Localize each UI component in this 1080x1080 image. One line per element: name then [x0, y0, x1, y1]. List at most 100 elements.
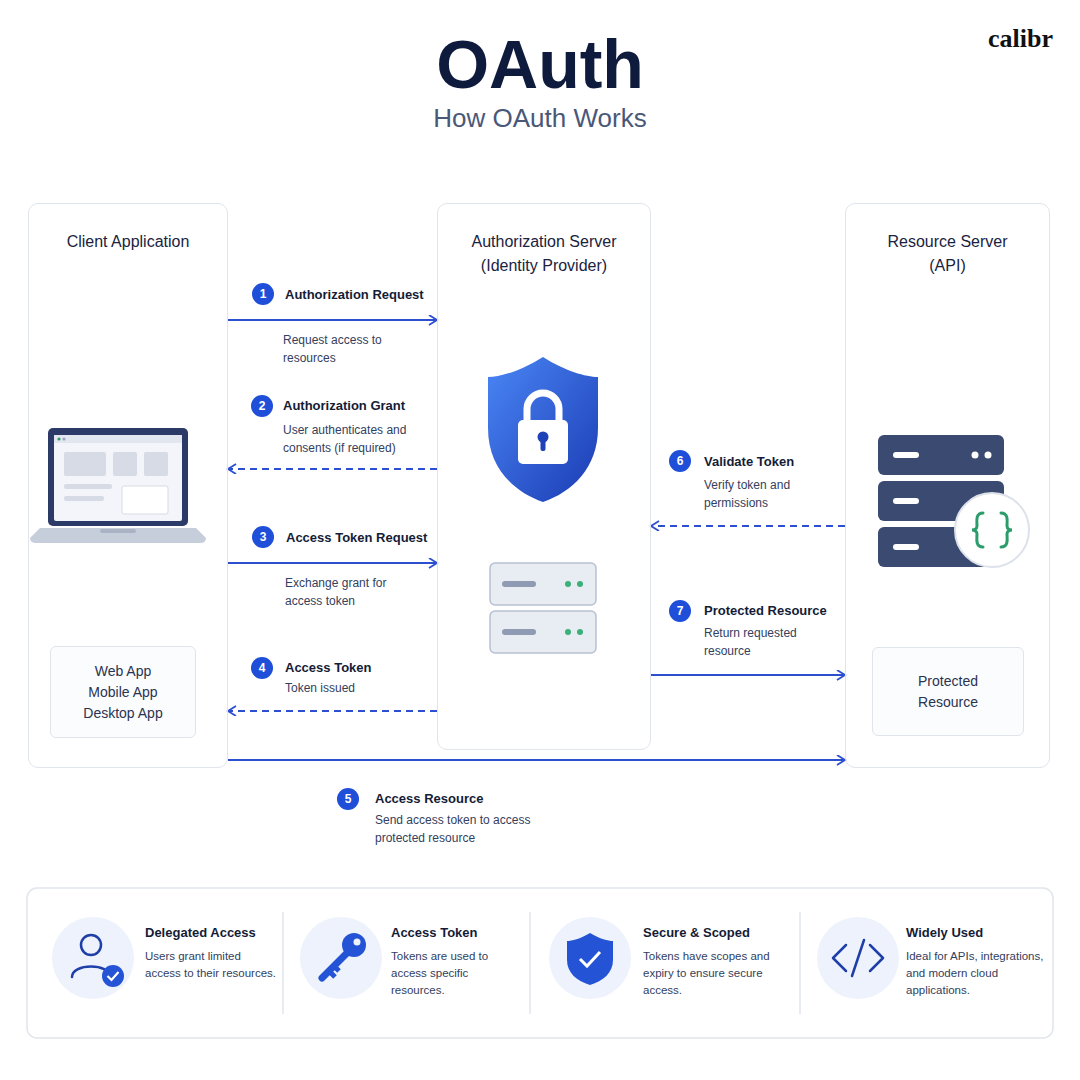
resource-server-icon-part — [955, 493, 1029, 567]
panel-title: Authorization Server (Identity Provider) — [446, 230, 642, 278]
laptop-icon-part — [100, 529, 136, 533]
code-icon-part — [817, 917, 899, 999]
step-title: Access Resource — [375, 791, 483, 807]
shield-lock-icon-part — [488, 357, 598, 502]
auth-server-icon-part — [565, 629, 571, 635]
laptop-icon-part — [48, 428, 188, 526]
shield-lock-icon-part — [527, 393, 559, 421]
resource-server-icon-part — [985, 452, 992, 459]
feature-heading: Access Token — [391, 924, 523, 942]
box-text: Web App — [95, 661, 152, 682]
auth-server-panel: Authorization Server (Identity Provider) — [437, 203, 651, 750]
flow-arrow — [651, 674, 845, 676]
auth-server-icon-part — [577, 629, 583, 635]
feature-text: Tokens have scopes and expiry to ensure … — [643, 948, 793, 999]
laptop-icon-part — [64, 452, 106, 476]
feature-item: Access TokenTokens are used to access sp… — [391, 924, 523, 1014]
flow-arrow — [228, 562, 437, 564]
step-description: Verify token and permissions — [704, 476, 816, 512]
panel-title: Client Application — [38, 230, 218, 254]
subtitle: How OAuth Works — [0, 102, 1080, 134]
feature-strip — [27, 888, 1053, 1038]
box-text: Desktop App — [83, 703, 162, 724]
resource-server-icon-part — [893, 498, 919, 504]
callout-number: 2 — [251, 395, 273, 417]
callout-number: 6 — [669, 450, 691, 472]
auth-server-icon-part — [502, 629, 536, 635]
auth-server-icon-part — [490, 563, 596, 605]
feature-text: Ideal for APIs, integrations, and modern… — [906, 948, 1046, 999]
panel-title: Resource Server (API) — [883, 230, 1013, 278]
step-description: User authenticates and consents (if requ… — [283, 421, 423, 457]
laptop-icon-part — [144, 452, 168, 476]
shield-lock-icon-part — [518, 420, 568, 464]
auth-server-icon — [490, 563, 596, 653]
laptop-icon-part — [57, 437, 60, 440]
key-icon-part — [322, 953, 347, 978]
laptop-icon-part — [122, 486, 168, 514]
feature-item: Widely UsedIdeal for APIs, integrations,… — [906, 924, 1046, 1014]
client-panel: Client ApplicationWeb AppMobile AppDeskt… — [28, 203, 228, 768]
shield-lock-icon — [488, 357, 598, 502]
step-description: Return requested resource — [704, 624, 816, 660]
user-icon-part — [52, 917, 134, 999]
feature-heading: Widely Used — [906, 924, 1046, 942]
callout-number: 1 — [252, 283, 274, 305]
code-icon — [817, 917, 899, 999]
resource-server-icon-part — [893, 452, 919, 458]
step-description: Request access to resources — [283, 331, 403, 367]
dashed-arrow — [228, 710, 437, 712]
auth-server-icon-part — [502, 581, 536, 587]
diagram-title: OAuth — [0, 26, 1080, 102]
auth-server-icon-part — [577, 581, 583, 587]
step-title: Authorization Request — [285, 287, 424, 303]
step-title: Access Token Request — [286, 530, 427, 546]
resource-server-icon-part — [972, 513, 983, 547]
key-icon-part — [329, 966, 339, 977]
resource-server-icon-part — [893, 544, 919, 550]
key-icon — [300, 917, 382, 999]
callout-number: 3 — [252, 526, 274, 548]
step-description: Send access token to access protected re… — [375, 811, 550, 847]
resource-server-panel: Resource Server (API) Protected Resource — [845, 203, 1050, 768]
auth-server-icon-part — [490, 611, 596, 653]
laptop-icon-part — [54, 435, 182, 521]
app-types-box: Web AppMobile AppDesktop App — [50, 646, 196, 738]
shield-check-icon — [549, 917, 631, 999]
resource-server-icon — [878, 435, 1029, 567]
feature-heading: Secure & Scoped — [643, 924, 793, 942]
resource-server-icon-part — [1001, 513, 1012, 547]
laptop-icon-part — [30, 528, 206, 543]
feature-text: Tokens are used to access specific resou… — [391, 948, 523, 999]
auth-server-icon-part — [565, 581, 571, 587]
feature-item: Secure & ScopedTokens have scopes and ex… — [643, 924, 793, 1014]
shield-check-icon-part — [580, 952, 600, 966]
shield-check-icon-part — [549, 917, 631, 999]
callout-number: 5 — [337, 788, 359, 810]
dashed-arrow — [651, 525, 845, 527]
key-icon-part — [300, 917, 382, 999]
resource-server-icon-part — [972, 452, 979, 459]
user-icon-part — [81, 935, 101, 955]
code-icon-part — [833, 940, 883, 976]
box-text: Protected Resource — [898, 671, 998, 713]
watermark: calibr — [988, 24, 1070, 54]
shield-lock-icon-part — [541, 438, 546, 451]
laptop-icon-part — [64, 484, 112, 489]
key-icon-part — [354, 939, 361, 946]
laptop-icon-part — [54, 435, 182, 443]
user-icon-part — [108, 972, 119, 980]
laptop-icon-part — [64, 496, 104, 501]
box-text: Mobile App — [88, 682, 157, 703]
feature-item: Delegated AccessUsers grant limited acce… — [145, 924, 277, 1014]
step-description: Token issued — [285, 679, 415, 697]
user-icon — [52, 917, 134, 999]
step-description: Exchange grant for access token — [285, 574, 410, 610]
flow-arrow — [228, 319, 437, 321]
callout-number: 4 — [251, 657, 273, 679]
dashed-arrow — [228, 468, 437, 470]
step-title: Validate Token — [704, 454, 794, 470]
